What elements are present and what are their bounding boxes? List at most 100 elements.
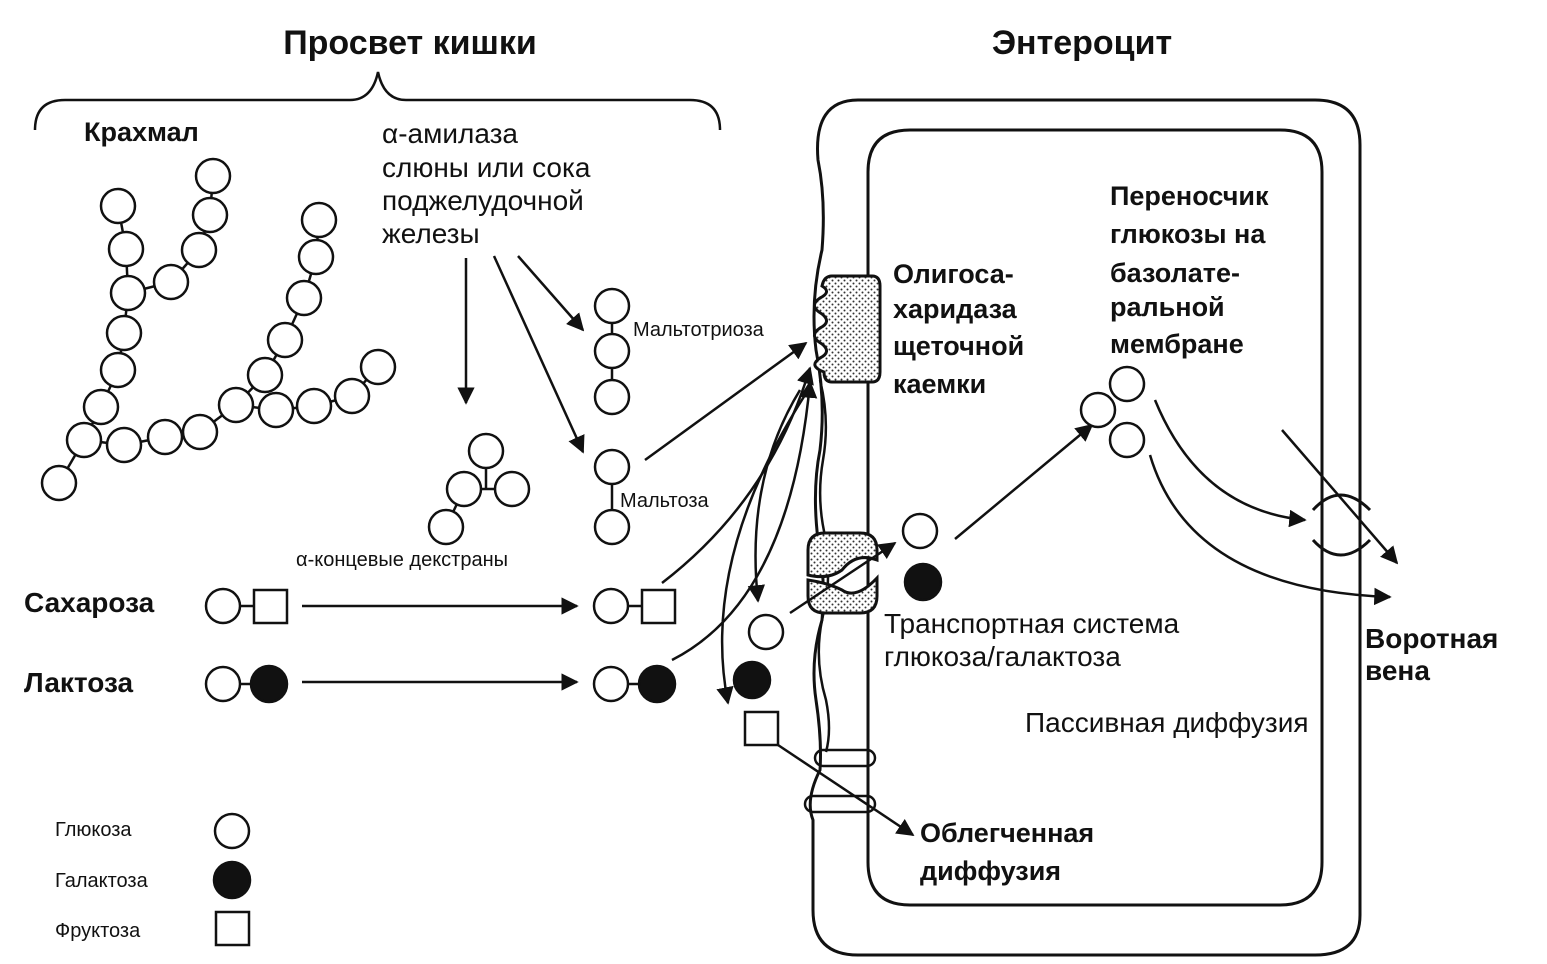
cell-glucose [901, 512, 939, 550]
dextrins-label: α-концевые декстраны [296, 549, 508, 571]
legend-fructose-label: Фруктоза [55, 920, 141, 942]
arrow-to-maltotriose [517, 255, 585, 332]
svg-text:Облегченная: Облегченная [920, 818, 1094, 848]
svg-text:харидаза: харидаза [893, 294, 1018, 324]
enterocyte-inner-membrane [866, 128, 1324, 907]
svg-text:α-амилаза: α-амилаза [382, 118, 518, 149]
starch-glucose-unit [40, 464, 78, 502]
arrow-sucrose-to-enzyme [661, 366, 814, 584]
enterocyte-heading: Энтероцит [992, 24, 1172, 62]
svg-text:базолате-: базолате- [1110, 258, 1240, 288]
tight-junction-bottom [803, 794, 877, 814]
svg-text:Олигоса-: Олигоса- [893, 259, 1014, 289]
svg-text:ральной: ральной [1110, 292, 1225, 322]
svg-text:мембране: мембране [1110, 329, 1244, 359]
svg-text:диффузия: диффузия [920, 856, 1061, 886]
lactose-label: Лактоза [24, 667, 134, 698]
lumen-brace [33, 71, 722, 131]
sucrose-molecule-left [204, 587, 289, 625]
starch-glucose-unit [285, 279, 323, 317]
cell-galactose [903, 562, 943, 602]
starch-glucose-unit [257, 391, 295, 429]
starch-glucose-unit [359, 348, 397, 386]
legend-fructose-symbol [214, 910, 251, 947]
starch-glucose-unit [181, 413, 219, 451]
lumen-heading: Просвет кишки [283, 24, 537, 62]
starch-glucose-unit [107, 230, 145, 268]
sucrose-label: Сахароза [24, 587, 155, 618]
maltotriose-molecule [593, 287, 631, 416]
arrow-into-transporter [789, 541, 897, 615]
starch-glucose-unit [246, 356, 284, 394]
starch-glucose-unit [180, 231, 218, 269]
svg-text:глюкоза/галактоза: глюкоза/галактоза [884, 641, 1121, 672]
legend-glucose-label: Глюкоза [55, 819, 132, 841]
starch-label: Крахмал [84, 117, 199, 147]
arrow-passive-diffusion [1148, 454, 1392, 606]
starch-glucose-unit [105, 314, 143, 352]
arrow-enzyme-to-fructose [716, 394, 807, 705]
maltotriose-label: Мальтотриоза [633, 319, 765, 341]
carrier-molecules [1079, 365, 1146, 459]
starch-glucose-unit [109, 274, 147, 312]
starch-glucose-unit [333, 377, 371, 415]
legend: Глюкоза Галактоза Фруктоза [55, 812, 252, 947]
facilitated-diffusion-label: Облегченная диффузия [920, 818, 1094, 886]
starch-glucose-unit [99, 351, 137, 389]
svg-text:Переносчик: Переносчик [1110, 181, 1269, 211]
starch-glucose-unit [105, 426, 143, 464]
maltose-label: Мальтоза [620, 490, 710, 512]
basolateral-transporter-top [1311, 493, 1372, 512]
amylase-label: α-амилаза слюны или сока поджелудочной ж… [382, 118, 591, 249]
starch-glucose-unit [297, 238, 335, 276]
svg-text:поджелудочной: поджелудочной [382, 185, 584, 216]
transport-protein-bottom [806, 574, 879, 615]
svg-text:щеточной: щеточной [893, 331, 1024, 361]
starch-glucose-unit [99, 187, 137, 225]
arrow-to-portal-vein [1281, 429, 1399, 565]
svg-text:Транспортная система: Транспортная система [884, 608, 1180, 639]
tight-junction-top [813, 748, 877, 768]
starch-glucose-unit [191, 196, 229, 234]
arrow-lactose-to-enzyme [671, 380, 818, 662]
transport-system-label: Транспортная система глюкоза/галактоза [884, 608, 1180, 672]
portal-vein-label: Воротная вена [1365, 623, 1498, 686]
arrow-maltose-to-enzyme [644, 341, 808, 462]
carrier-label: Переносчик глюкозы на базолате- ральной … [1110, 181, 1269, 359]
legend-glucose-symbol [213, 812, 251, 850]
maltose-molecule [593, 448, 631, 546]
legend-galactose-symbol [212, 860, 252, 900]
starch-glucose-unit [217, 386, 255, 424]
alpha-dextrin-molecule [427, 432, 531, 546]
starch-glucose-unit [300, 201, 338, 239]
arrow-to-maltose [492, 255, 585, 454]
starch-molecule [40, 157, 397, 502]
lactose-molecule-left [204, 664, 289, 704]
starch-glucose-unit [295, 387, 333, 425]
starch-glucose-unit [194, 157, 232, 195]
lumen-glucose [747, 613, 785, 651]
starch-glucose-unit [65, 421, 103, 459]
starch-glucose-unit [152, 263, 190, 301]
svg-text:железы: железы [382, 218, 480, 249]
lumen-fructose [743, 710, 780, 747]
lactose-molecule-right [592, 664, 677, 704]
svg-text:каемки: каемки [893, 369, 986, 399]
starch-glucose-unit [82, 388, 120, 426]
svg-text:вена: вена [1365, 655, 1430, 686]
oligosaccharidase-label: Олигоса- харидаза щеточной каемки [893, 259, 1024, 399]
starch-glucose-unit [266, 321, 304, 359]
arrow-fructose-out [777, 743, 915, 837]
oligosaccharidase-enzyme [813, 274, 882, 384]
arrow-enzyme-to-glucose [747, 389, 802, 603]
svg-text:Воротная: Воротная [1365, 623, 1498, 654]
lumen-galactose [732, 660, 772, 700]
arrow-carrier-to-vein [1153, 399, 1307, 528]
starch-glucose-unit [146, 418, 184, 456]
svg-text:слюны или сока: слюны или сока [382, 152, 591, 183]
sucrose-molecule-right [592, 587, 677, 625]
arrow-to-carrier [954, 423, 1094, 540]
basolateral-transporter-bottom [1311, 538, 1372, 557]
passive-diffusion-label: Пассивная диффузия [1025, 707, 1309, 738]
svg-text:глюкозы на: глюкозы на [1110, 219, 1266, 249]
